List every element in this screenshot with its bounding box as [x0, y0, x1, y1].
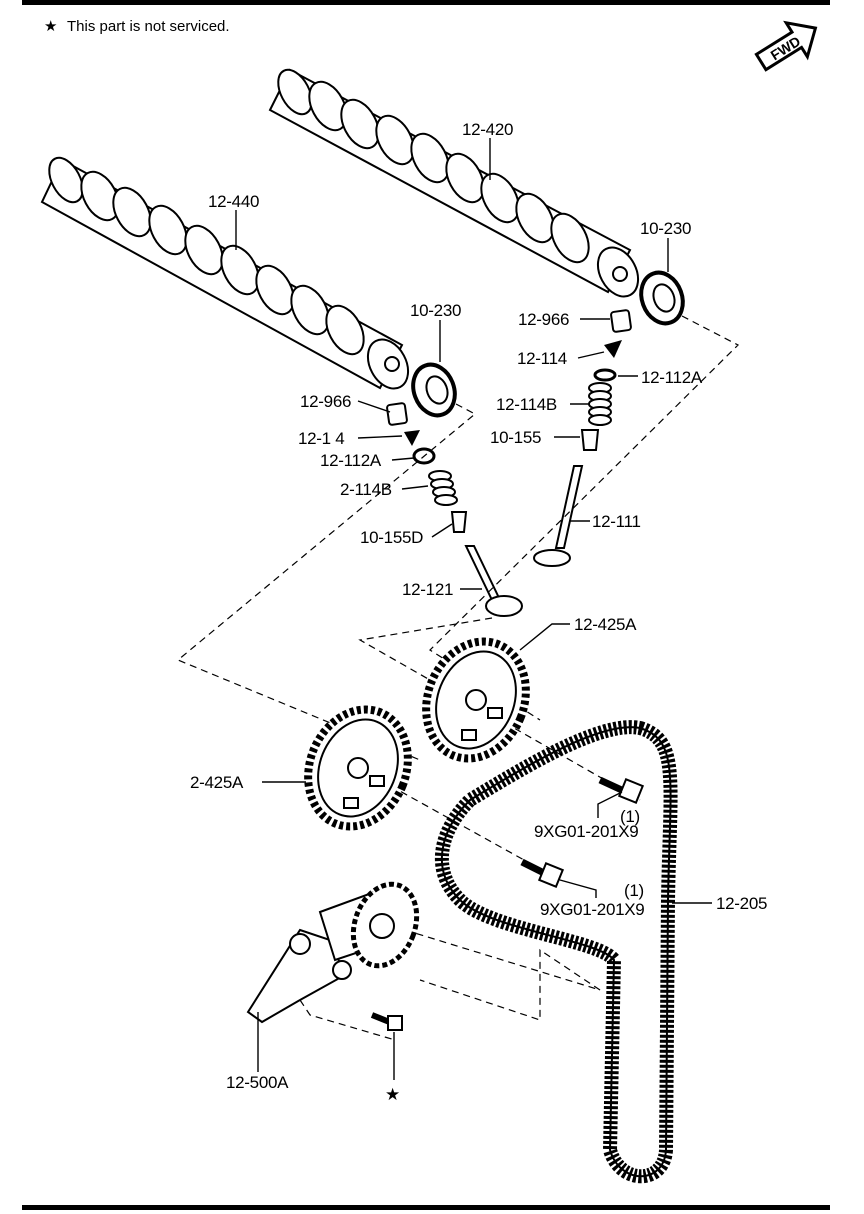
label-tappet-left: 12-966	[300, 392, 351, 411]
label-spring-left: 2-114B	[340, 480, 392, 499]
label-pulley-right: 12-425A	[574, 615, 637, 634]
cam-pulley-right	[422, 637, 530, 763]
label-retainer-left: 12-112A	[320, 451, 382, 470]
tensioner-bolt-star-icon: ★	[385, 1085, 400, 1104]
label-camshaft-intake: 12-440	[208, 192, 259, 211]
label-retainer-right: 12-112A	[641, 368, 703, 387]
label-camshaft-exhaust: 12-420	[462, 120, 513, 139]
timing-belt	[434, 720, 678, 1184]
fwd-arrow-icon: FWD	[754, 20, 818, 72]
label-valve-exhaust: 12-111	[592, 512, 641, 531]
note-text: This part is not serviced.	[67, 18, 230, 35]
camshaft-intake	[40, 156, 410, 390]
tensioner-assembly	[246, 881, 420, 1024]
label-keeper-right: 12-114	[517, 349, 567, 368]
label-bolt-upper-qty: (1)	[620, 807, 640, 826]
label-pulley-left: 2-425A	[190, 773, 244, 792]
oil-seal-left	[411, 362, 457, 418]
note-star: ★	[44, 18, 57, 35]
label-seal-right: 10-230	[640, 219, 691, 238]
label-tensioner: 12-500A	[226, 1073, 289, 1092]
valve-train-left	[386, 402, 523, 617]
cam-pulley-left	[304, 705, 412, 831]
camshaft-exhaust	[268, 68, 640, 298]
label-keeper-left: 12-1 4	[298, 429, 344, 448]
leader-lines	[235, 138, 712, 1080]
label-bolt-lower: 9XG01-201X9	[540, 900, 644, 919]
bolt-lower	[520, 858, 565, 889]
bottom-border	[22, 1205, 830, 1210]
label-bolt-lower-qty: (1)	[624, 881, 644, 900]
label-spring-right: 12-114B	[496, 395, 557, 414]
bolt-upper	[598, 776, 645, 805]
label-valve-seal-right: 10-155	[490, 428, 541, 447]
label-valve-intake: 12-121	[402, 580, 453, 599]
oil-seal-right	[639, 270, 685, 326]
label-valve-seal-left: 10-155D	[360, 528, 423, 547]
tensioner-bolt	[370, 1012, 403, 1031]
valve-train-right	[533, 309, 632, 567]
label-timing-belt: 12-205	[716, 894, 767, 913]
top-border	[22, 0, 830, 5]
label-tappet-right: 12-966	[518, 310, 569, 329]
label-seal-left: 10-230	[410, 301, 461, 320]
label-bolt-upper: 9XG01-201X9	[534, 822, 638, 841]
